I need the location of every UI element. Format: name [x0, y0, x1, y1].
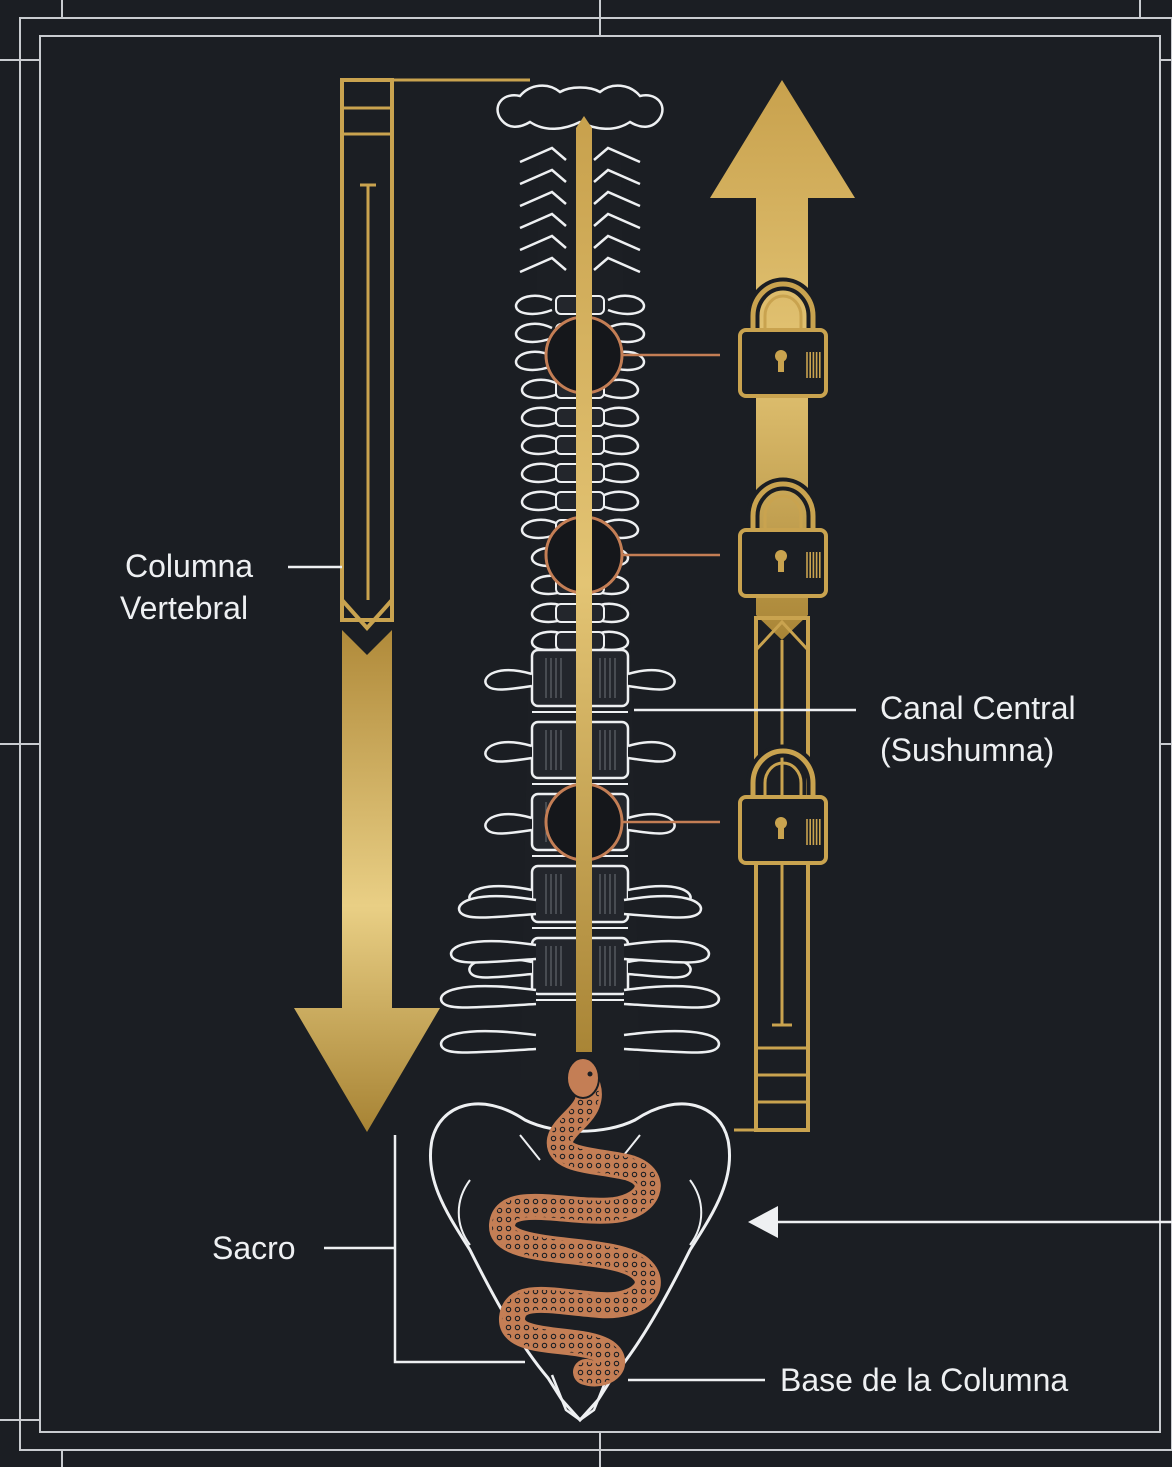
- lumbar-process: [624, 896, 701, 917]
- lumbar-process: [624, 941, 709, 962]
- lumbar-process: [451, 941, 536, 962]
- serpent-head: [567, 1058, 599, 1098]
- lumbar-process: [624, 986, 719, 1007]
- spine-illustration: [430, 86, 729, 1420]
- central-canal: [576, 116, 592, 1052]
- serpent-eye: [588, 1072, 593, 1077]
- base-label: Base de la Columna: [780, 1360, 1068, 1400]
- up-arrow: [710, 80, 855, 1130]
- spine-label-line2: Vertebral: [120, 588, 248, 628]
- sacrum-label: Sacro: [212, 1228, 296, 1268]
- lumbar-process: [441, 1031, 536, 1052]
- spine-label-line1: Columna: [125, 546, 253, 586]
- canal-label-line2: (Sushumna): [880, 730, 1054, 770]
- canal-label-line1: Canal Central: [880, 688, 1076, 728]
- lumbar-process: [624, 1031, 719, 1052]
- lumbar-process: [459, 896, 536, 917]
- lumbar-process: [441, 986, 536, 1007]
